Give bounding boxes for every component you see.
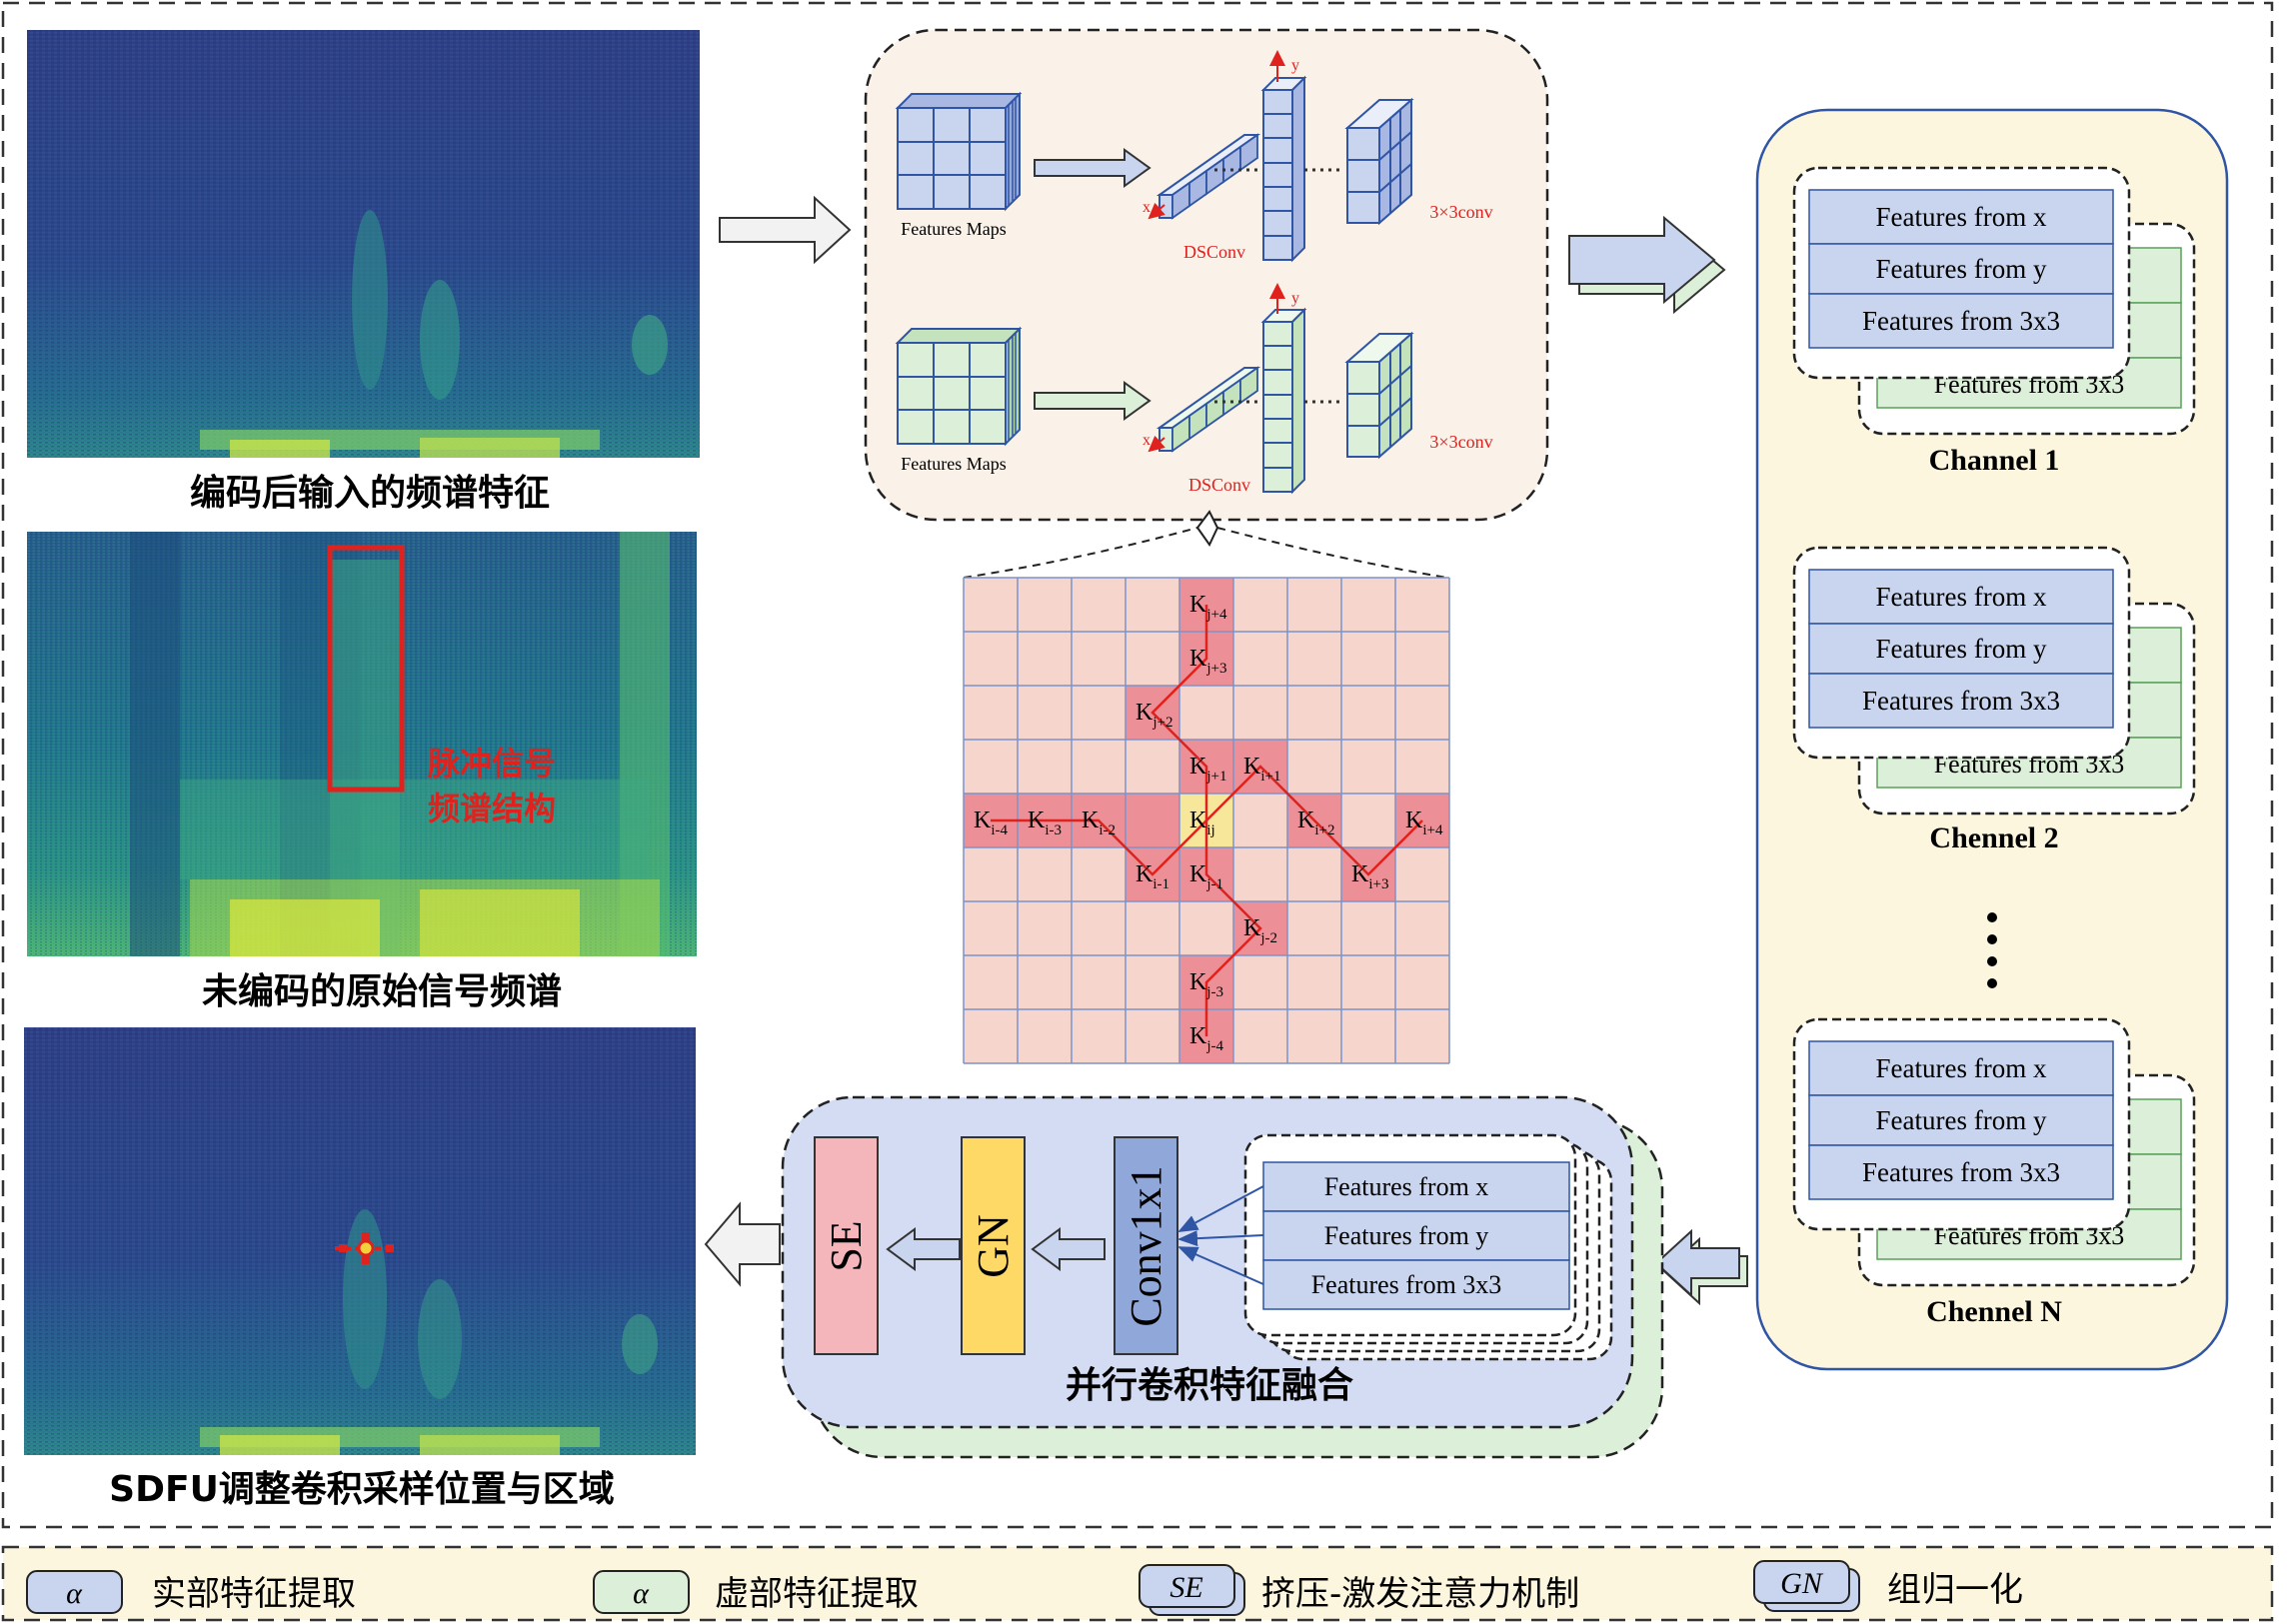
sampling-point-marker (335, 1232, 395, 1264)
sdfu-title: SDFU调整卷积采样位置与区域 (109, 1469, 615, 1510)
axis-y-bottom: y (1291, 290, 1299, 307)
arrow-fm-to-dsconv-top (1034, 148, 1151, 188)
axis-x-bottom: x (1143, 432, 1150, 449)
fusion-title: 并行卷积特征融合 (1066, 1365, 1353, 1406)
zoom-connector (963, 510, 1448, 579)
channel-1-title: Channel 1 (1929, 444, 2060, 477)
axis-x-top: x (1143, 199, 1150, 216)
dsconv-y-strip-bottom (1260, 307, 1307, 495)
se-block-label: SE (822, 1220, 871, 1271)
dsconv-top-label: DSConv (1183, 242, 1245, 262)
kernel-label-kjm1: Kj-1 (1189, 861, 1223, 892)
channel-3: Features from 3x3 Features from x Features… (1792, 1017, 2196, 1328)
channel-3-feature-1: Features from y (1876, 1105, 2047, 1135)
features-maps-bottom-label: Features Maps (901, 454, 1006, 474)
pulse-highlight-box (327, 545, 405, 793)
dsconv-y-strip-top (1260, 75, 1307, 263)
gn-block-label: GN (969, 1214, 1018, 1278)
arrow-to-dsconv (719, 195, 852, 265)
features-maps-top-label: Features Maps (901, 219, 1006, 239)
channel-2-feature-2: Features from 3x3 (1862, 686, 2060, 716)
dsconv-x-strip-bottom (1155, 366, 1261, 453)
legend-real-alpha: α (66, 1577, 83, 1610)
legend-real-label: 实部特征提取 (152, 1574, 356, 1614)
raw-spectrogram (27, 532, 697, 956)
conv3x3-bottom-label: 3×3conv (1429, 432, 1492, 452)
fusion-connectors (1177, 1185, 1264, 1285)
arrow-to-channels (1568, 215, 1726, 315)
legend-imag-alpha: α (633, 1577, 650, 1610)
fusion-feature-stack (1243, 1133, 1613, 1361)
legend-imag-label: 虚部特征提取 (715, 1574, 919, 1614)
conv3x3-cube-top (1344, 97, 1414, 226)
legend-se-label: 挤压-激发注意力机制 (1261, 1574, 1579, 1614)
legend-imag-swatch (593, 1570, 690, 1614)
legend-gn-label: 组归一化 (1887, 1570, 2023, 1610)
channel-2: Features from 3x3 Features from x Features… (1792, 546, 2196, 854)
encoded-title: 编码后输入的频谱特征 (190, 473, 550, 514)
channel-3-feature-2: Features from 3x3 (1862, 1157, 2060, 1187)
channel-1-feature-0: Features from x (1876, 202, 2047, 232)
sdfu-spectrogram (24, 1027, 696, 1455)
channel-2-feature-1: Features from y (1876, 634, 2047, 664)
legend-se-symbol: SE (1169, 1571, 1202, 1604)
encoded-spectrogram (27, 30, 700, 458)
feature-map-cube-bottom (895, 326, 1023, 447)
legend-frame (1, 1545, 2274, 1622)
channel-2-feature-0: Features from x (1876, 582, 2047, 612)
conv3x3-top-label: 3×3conv (1429, 202, 1492, 222)
arrow-fm-to-dsconv-bottom (1034, 381, 1151, 421)
raw-title: 未编码的原始信号频谱 (202, 971, 562, 1012)
dsconv-bottom-label: DSConv (1188, 475, 1250, 495)
arrow-gn-to-se (886, 1227, 961, 1271)
kernel-label-kim4: Ki-4 (974, 808, 1009, 838)
fusion-feature-3x3: Features from 3x3 (1311, 1270, 1502, 1299)
conv3x3-cube-bottom (1344, 331, 1414, 460)
channel-3-title: Chennel N (1926, 1295, 2062, 1328)
arrow-to-sdfu (704, 1201, 781, 1287)
conv1x1-block-label: Conv1x1 (1122, 1165, 1170, 1326)
gn-block (961, 1136, 1026, 1355)
feature-map-cube-top (895, 91, 1023, 212)
channel-2-title: Chennel 2 (1929, 821, 2058, 854)
se-block (814, 1136, 879, 1355)
pulse-label-line1: 脉冲信号 (428, 745, 556, 783)
fusion-feature-y: Features from y (1324, 1221, 1489, 1250)
legend-se-swatch (1139, 1564, 1245, 1616)
channel-1-feature-2: Features from 3x3 (1862, 306, 2060, 336)
channel-1-feature-1: Features from y (1876, 254, 2047, 284)
arrow-to-fusion (1654, 1228, 1748, 1306)
fusion-feature-x: Features from x (1324, 1172, 1489, 1201)
legend-gn-symbol: GN (1780, 1567, 1824, 1600)
arrow-conv-to-gn (1031, 1227, 1106, 1271)
channel-3-feature-0: Features from x (1876, 1053, 2047, 1083)
legend-real-swatch (26, 1570, 123, 1614)
channel-ellipsis (1987, 912, 1997, 988)
channel-1: Features from 3x3 Features from x Features… (1792, 166, 2196, 477)
conv1x1-block (1114, 1136, 1178, 1355)
pulse-label-line2: 频谱结构 (428, 790, 556, 827)
legend-gn-swatch (1753, 1560, 1860, 1612)
axis-y-top: y (1291, 57, 1299, 74)
